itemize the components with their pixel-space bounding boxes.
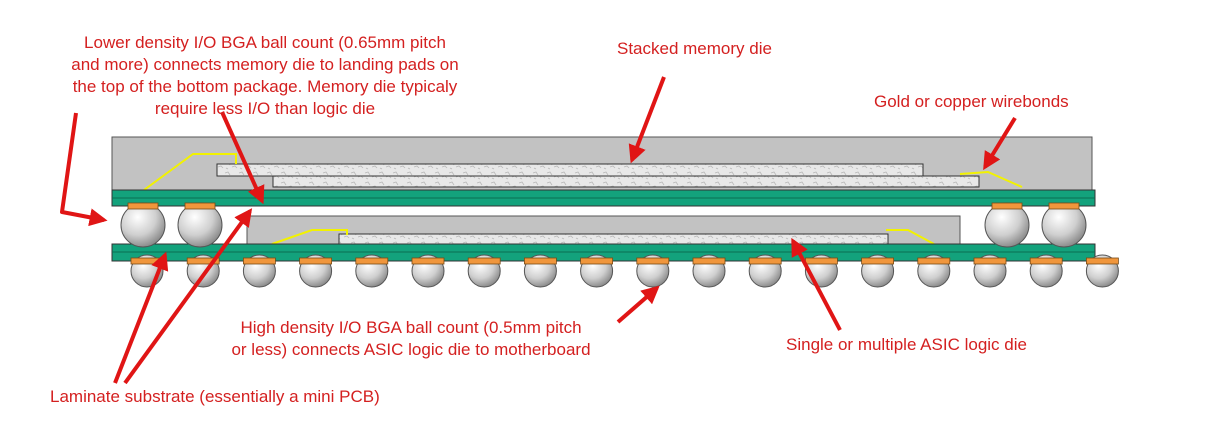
bga-pad xyxy=(411,257,445,265)
label-line: Lower density I/O BGA ball count (0.65mm… xyxy=(84,33,446,52)
label-asic-logic-die: Single or multiple ASIC logic die xyxy=(786,335,1027,354)
bga-pad xyxy=(355,257,389,265)
callout-arrow xyxy=(60,112,108,227)
bga-pad xyxy=(467,257,501,265)
bga-pad xyxy=(1029,257,1063,265)
wirebond-top-left xyxy=(143,153,237,191)
label-lower-density-io: Lower density I/O BGA ball count (0.65mm… xyxy=(20,32,510,120)
pop-solder-ball xyxy=(177,202,223,248)
bga-pad xyxy=(186,257,220,265)
label-line: and more) connects memory die to landing… xyxy=(71,55,459,74)
asic-logic-die xyxy=(338,233,889,245)
bga-pad xyxy=(917,257,951,265)
bga-pad xyxy=(524,257,557,265)
bga-pad xyxy=(861,257,894,265)
wirebond-top-right xyxy=(959,170,1023,188)
pop-solder-ball xyxy=(1041,202,1087,248)
bga-pad xyxy=(748,257,782,265)
label-wirebonds: Gold or copper wirebonds xyxy=(874,92,1069,111)
bga-pad xyxy=(1086,257,1119,265)
callout-arrow xyxy=(616,285,660,324)
label-laminate-substrate: Laminate substrate (essentially a mini P… xyxy=(50,387,380,406)
bga-pad xyxy=(973,257,1007,265)
label-stacked-memory-die: Stacked memory die xyxy=(617,39,772,58)
landing-pad xyxy=(184,202,216,210)
label-line: or less) connects ASIC logic die to moth… xyxy=(231,340,591,359)
label-line: the top of the bottom package. Memory di… xyxy=(72,77,458,96)
callout-arrows xyxy=(60,76,1017,385)
callout-arrow xyxy=(113,251,169,384)
bga-pad xyxy=(692,257,726,265)
bga-pad xyxy=(242,257,276,265)
wirebond-bottom-left xyxy=(271,229,348,245)
bga-pad xyxy=(580,257,613,265)
callout-arrow xyxy=(791,237,842,331)
bga-pad xyxy=(130,257,164,265)
label-high-density-io: High density I/O BGA ball count (0.5mm p… xyxy=(196,317,626,361)
callout-arrow xyxy=(220,111,265,205)
solder-balls xyxy=(120,202,1119,288)
bga-pad xyxy=(805,257,838,265)
memory-die-upper xyxy=(216,163,924,177)
wirebond-bottom-right xyxy=(886,229,935,245)
pop-solder-ball xyxy=(984,202,1030,248)
callout-arrow xyxy=(983,116,1017,171)
landing-pad xyxy=(991,202,1023,210)
callout-arrow xyxy=(628,76,666,164)
label-line: High density I/O BGA ball count (0.5mm p… xyxy=(240,318,582,337)
label-line: require less I/O than logic die xyxy=(154,99,376,118)
bga-pad xyxy=(299,257,333,265)
landing-pad xyxy=(127,202,159,210)
pop-solder-ball xyxy=(120,202,166,248)
memory-die-lower xyxy=(272,175,980,188)
landing-pad xyxy=(1048,202,1080,210)
bga-pad xyxy=(636,257,670,265)
callout-arrow xyxy=(123,208,253,385)
